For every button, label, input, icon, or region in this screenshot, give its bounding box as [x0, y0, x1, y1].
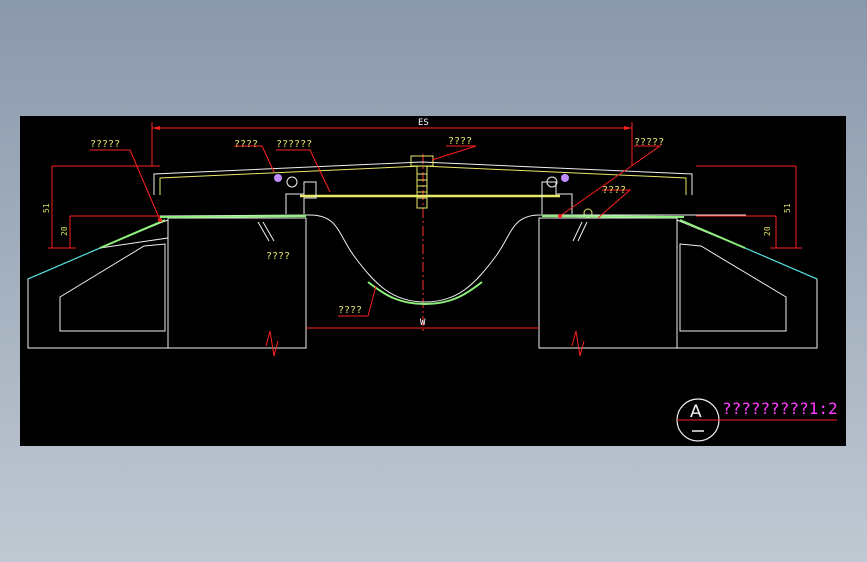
overall-dimension-label: ES — [418, 118, 429, 128]
section-title-block: A ?????????1:2 — [676, 398, 838, 442]
bar-callout: ?????? — [276, 139, 312, 150]
right-anchor-callout: ???? — [602, 185, 626, 196]
gap-dimension: W — [306, 318, 539, 329]
bolt-callout: ???? — [448, 136, 472, 147]
right-height-dimensions: 51 20 — [696, 165, 802, 249]
right-break-line — [571, 330, 585, 357]
center-bolt — [410, 155, 434, 209]
left-bracket — [257, 174, 317, 242]
right-bracket — [541, 174, 593, 242]
left-total-height-label: 51 — [42, 203, 51, 213]
section-letter: A — [690, 402, 702, 422]
top-right-callout: ????? — [634, 137, 664, 148]
right-lower-height-label: 20 — [763, 226, 772, 236]
anchor-callout: ???? — [234, 139, 258, 150]
section-title: ?????????1:2 — [722, 399, 838, 418]
left-break-line — [265, 330, 279, 357]
cad-viewport[interactable]: ES W — [20, 116, 846, 446]
membrane-callout: ???? — [338, 305, 362, 316]
left-height-dimensions: 51 20 — [42, 165, 160, 249]
rubber-membrane — [99, 214, 746, 306]
right-total-height-label: 51 — [783, 203, 792, 213]
gap-dimension-label: W — [420, 318, 426, 328]
right-concrete-block — [538, 217, 818, 349]
left-concrete-block — [27, 217, 307, 349]
leader-lines — [90, 145, 662, 317]
top-left-callout: ????? — [90, 139, 120, 150]
left-lower-height-label: 20 — [60, 226, 69, 236]
concrete-callout: ???? — [266, 251, 290, 262]
overall-dimension: ES — [151, 118, 633, 166]
cad-drawing: ES W — [27, 118, 838, 442]
